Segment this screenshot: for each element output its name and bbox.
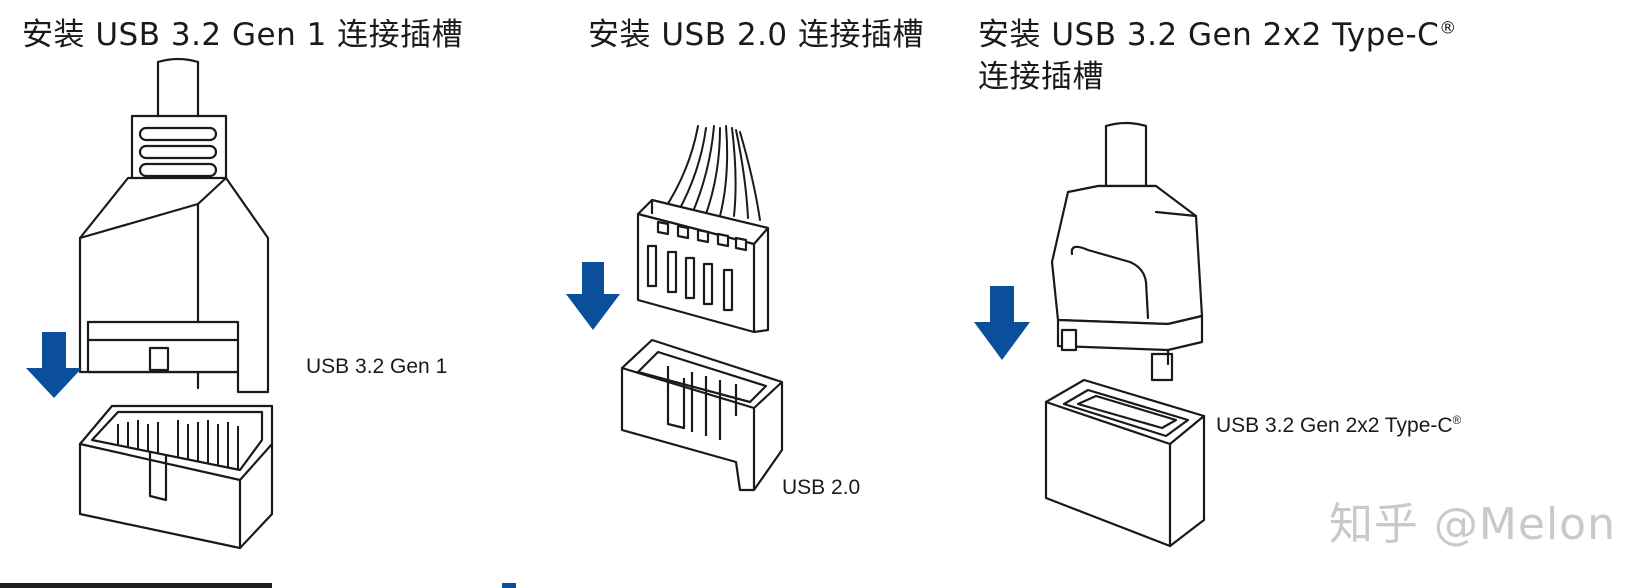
panel-title: 安装 USB 3.2 Gen 1 连接插槽: [22, 17, 464, 53]
panel-usb20: 安装 USB 2.0 连接插槽: [502, 0, 1000, 588]
bottom-edge-strip: [0, 583, 272, 588]
panel-title-line2: 连接插槽: [978, 59, 1104, 95]
watermark: 知乎 @Melon: [1328, 499, 1616, 550]
panel-usb32-gen1: 安装 USB 3.2 Gen 1 连接插槽: [0, 0, 560, 588]
connector-label: USB 3.2 Gen 2x2 Type-C®: [1216, 414, 1461, 438]
registered-mark: ®: [1439, 18, 1457, 39]
connector-label: USB 2.0: [782, 476, 861, 499]
panel-title: 安装 USB 2.0 连接插槽: [588, 17, 924, 53]
down-arrow-icon: [26, 332, 82, 398]
panel-title-line1: 安装 USB 3.2 Gen 2x2 Type-C: [978, 17, 1440, 53]
down-arrow-icon: [974, 286, 1030, 360]
usb32-gen1-illustration: [26, 57, 274, 550]
registered-mark: ®: [1452, 415, 1462, 427]
connector-label-text: USB 3.2 Gen 2x2 Type-C: [1216, 414, 1453, 437]
panel-title: 安装 USB 3.2 Gen 2x2 Type-C® 连接插槽: [978, 14, 1457, 98]
bottom-edge-strip: [502, 583, 516, 588]
down-arrow-icon: [566, 262, 620, 330]
usb20-illustration: [566, 125, 784, 492]
connector-label: USB 3.2 Gen 1: [306, 355, 448, 378]
panel-usb32-gen2x2-typec: 安装 USB 3.2 Gen 2x2 Type-C® 连接插槽: [974, 0, 1638, 588]
usb-typec-illustration: [974, 121, 1206, 548]
